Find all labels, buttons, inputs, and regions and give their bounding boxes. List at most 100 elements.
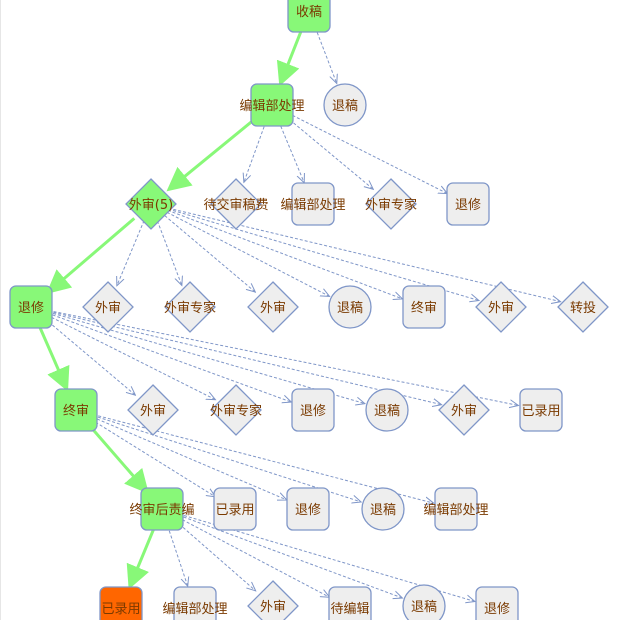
node-n27[interactable]: 退稿 — [361, 487, 405, 531]
node-label: 退修 — [300, 404, 326, 419]
node-label: 外审 — [260, 301, 286, 316]
node-n4[interactable]: 外审(5) — [125, 178, 177, 230]
taken-edge — [46, 217, 136, 294]
diamond-node-shape — [127, 384, 179, 436]
node-label: 终审 — [411, 300, 437, 316]
node-n33[interactable]: 退稿 — [402, 584, 446, 620]
node-n12[interactable]: 外审 — [247, 281, 299, 333]
rect-node-shape — [213, 487, 257, 531]
node-label: 外审专家 — [210, 403, 262, 419]
node-n20[interactable]: 退修 — [291, 388, 335, 432]
option-edge — [175, 520, 256, 591]
node-n11[interactable]: 外审专家 — [164, 281, 216, 333]
circle-node-shape — [328, 285, 372, 329]
node-label: 已录用 — [215, 503, 254, 518]
node-n26[interactable]: 退修 — [286, 487, 330, 531]
node-n16[interactable]: 转投 — [557, 281, 609, 333]
node-n29[interactable]: 已录用 — [99, 586, 143, 620]
rect-node-shape — [250, 83, 294, 127]
node-label: 转投 — [570, 300, 596, 316]
node-label: 外审专家 — [164, 300, 216, 316]
rect-node-shape — [54, 388, 98, 432]
node-n25[interactable]: 已录用 — [213, 487, 257, 531]
diamond-node-shape — [557, 281, 609, 333]
node-label: 退稿 — [411, 599, 437, 615]
option-edge — [47, 312, 291, 402]
diamond-node-shape — [475, 281, 527, 333]
option-edge — [92, 415, 361, 502]
option-edge — [244, 121, 267, 182]
node-n13[interactable]: 退稿 — [328, 285, 372, 329]
node-n17[interactable]: 终审 — [54, 388, 98, 432]
option-edge — [48, 310, 519, 406]
diamond-node-shape — [82, 281, 134, 333]
node-label: 退稿 — [374, 403, 400, 419]
taken-edge — [276, 30, 303, 87]
diamond-node-shape — [247, 281, 299, 333]
option-edge — [91, 419, 215, 497]
option-edge — [285, 116, 373, 190]
node-label: 外审 — [95, 301, 121, 316]
edges — [38, 27, 561, 602]
node-n24[interactable]: 终审后责编 — [129, 487, 195, 531]
rect-node-shape — [434, 487, 478, 531]
node-n6[interactable]: 编辑部处理 — [280, 182, 346, 226]
rect-node-shape — [446, 182, 490, 226]
option-edge — [167, 209, 403, 299]
node-label: 收稿 — [296, 4, 322, 20]
node-n15[interactable]: 外审 — [475, 281, 527, 333]
taken-edge — [89, 425, 149, 494]
rect-node-shape — [140, 487, 184, 531]
node-n31[interactable]: 外审 — [247, 580, 299, 620]
node-n21[interactable]: 退稿 — [365, 388, 409, 432]
node-label: 编辑部处理 — [423, 503, 488, 518]
node-n32[interactable]: 待编辑 — [328, 586, 372, 620]
rect-node-shape — [519, 388, 563, 432]
circle-node-shape — [402, 584, 446, 620]
option-edge — [166, 211, 330, 296]
node-n3[interactable]: 退稿 — [323, 83, 367, 127]
node-n8[interactable]: 退修 — [446, 182, 490, 226]
node-n10[interactable]: 外审 — [82, 281, 134, 333]
option-edge — [44, 318, 136, 396]
node-label: 退修 — [455, 198, 481, 213]
rect-node-shape — [291, 182, 335, 226]
node-label: 外审(5) — [129, 198, 173, 213]
option-edge — [314, 27, 336, 84]
rect-node-shape — [402, 285, 446, 329]
option-edge — [177, 516, 330, 597]
node-n23[interactable]: 已录用 — [519, 388, 563, 432]
rect-node-shape — [286, 487, 330, 531]
rect-node-shape — [9, 285, 53, 329]
option-edge — [156, 220, 181, 286]
node-n22[interactable]: 外审 — [438, 384, 490, 436]
diamond-node-shape — [210, 178, 262, 230]
left-border — [0, 0, 1, 620]
rect-node-shape — [475, 586, 519, 620]
diamond-node-shape — [247, 580, 299, 620]
node-label: 外审 — [488, 301, 514, 316]
node-n1[interactable]: 收稿 — [287, 0, 331, 33]
node-n34[interactable]: 退修 — [475, 586, 519, 620]
node-n2[interactable]: 编辑部处理 — [239, 83, 305, 127]
node-n9[interactable]: 退修 — [9, 285, 53, 329]
node-label: 退修 — [295, 503, 321, 518]
node-n7[interactable]: 外审专家 — [365, 178, 417, 230]
circle-node-shape — [365, 388, 409, 432]
rect-node-shape — [328, 586, 372, 620]
node-label: 退修 — [484, 602, 510, 617]
node-n30[interactable]: 编辑部处理 — [162, 586, 228, 620]
taken-edge — [166, 117, 256, 192]
node-n14[interactable]: 终审 — [402, 285, 446, 329]
circle-node-shape — [361, 487, 405, 531]
node-label: 终审 — [63, 403, 89, 419]
node-n5[interactable]: 待交审稿费 — [203, 178, 269, 230]
node-n19[interactable]: 外审专家 — [210, 384, 262, 436]
node-n28[interactable]: 编辑部处理 — [423, 487, 489, 531]
node-label: 编辑部处理 — [162, 602, 227, 617]
node-label: 退稿 — [370, 502, 396, 518]
node-label: 退修 — [18, 301, 44, 316]
option-edge — [167, 525, 188, 586]
node-n18[interactable]: 外审 — [127, 384, 179, 436]
